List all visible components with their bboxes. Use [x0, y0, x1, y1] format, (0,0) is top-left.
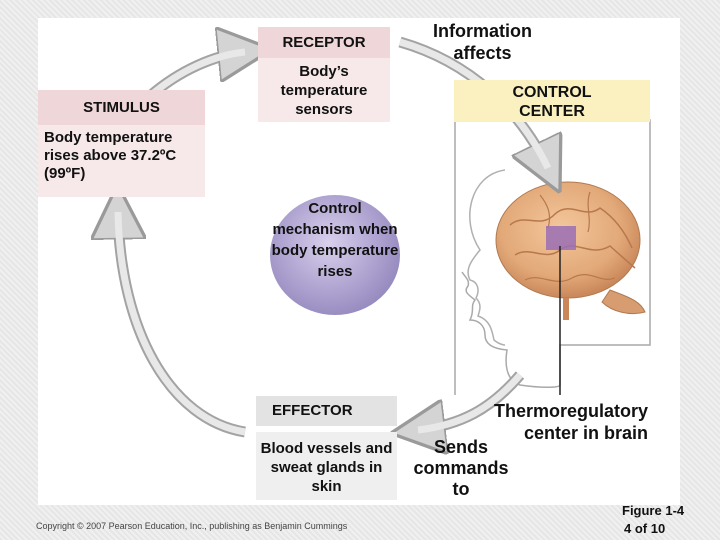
control-mechanism-text: Control mechanism when body temperature … [271, 200, 399, 280]
effector-description: Blood vessels and sweat glands in skin [256, 432, 397, 500]
head-outline [454, 119, 651, 395]
brain-illustration [495, 181, 646, 320]
copyright-text: Copyright © 2007 Pearson Education, Inc.… [36, 521, 348, 531]
hypothalamus-highlight [546, 226, 576, 250]
receptor-description: Body’s temperature sensors [258, 58, 390, 122]
receptor-header: RECEPTOR [258, 27, 390, 58]
stimulus-header: STIMULUS [38, 90, 205, 125]
information-affects-label: Information affects [433, 21, 532, 63]
control-mechanism-circle [270, 195, 400, 315]
page-indicator: 4 of 10 [624, 521, 666, 536]
figure-number: Figure 1-4 [622, 503, 685, 518]
effector-header: EFFECTOR [256, 396, 397, 426]
thermoregulatory-label: Thermoregulatory center in brain [493, 401, 648, 443]
control-center-header: CONTROL CENTER [454, 80, 650, 122]
stimulus-description: Body temperature rises above 37.2ºC (99º… [38, 125, 205, 197]
face-profile [467, 169, 506, 346]
sends-commands-label: Sends commands to [413, 437, 509, 499]
